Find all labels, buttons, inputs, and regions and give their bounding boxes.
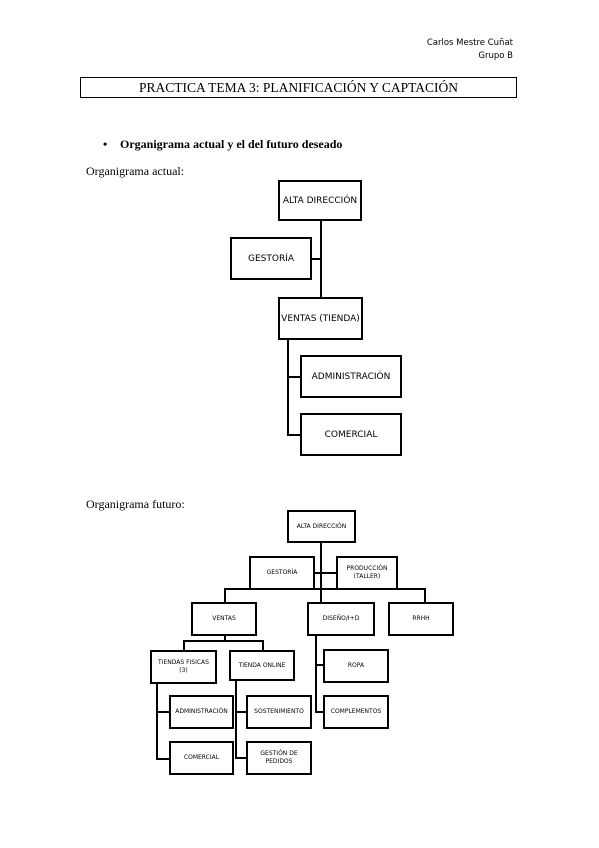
author-name: Carlos Mestre Cuñat xyxy=(426,38,513,48)
box-gestoria: GESTORÍA xyxy=(249,556,315,590)
box-ventas-tienda: VENTAS (TIENDA) xyxy=(278,297,363,340)
box-gestoria: GESTORÍA xyxy=(230,237,312,280)
connector-line xyxy=(315,711,323,713)
connector-line xyxy=(287,339,289,435)
box-complementos: COMPLEMENTOS xyxy=(323,695,389,729)
document-title: PRACTICA TEMA 3: PLANIFICACIÓN Y CAPTACI… xyxy=(80,77,517,98)
connector-line xyxy=(310,258,321,260)
box-diseno-id: DISEÑO/I+D xyxy=(307,602,375,636)
connector-line xyxy=(156,758,169,760)
box-sostenimiento: SOSTENIMIENTO xyxy=(246,695,312,729)
connector-line xyxy=(235,757,246,759)
box-rrhh: RRHH xyxy=(388,602,454,636)
group-label: Grupo B xyxy=(478,51,513,61)
connector-line xyxy=(235,680,237,758)
box-administracion: ADMINISTRACIÓN xyxy=(300,355,402,398)
connector-line xyxy=(224,588,226,602)
connector-line xyxy=(156,683,158,759)
box-administracion: ADMINISTRACIÓN xyxy=(169,695,234,729)
box-alta-direccion: ALTA DIRECCIÓN xyxy=(278,180,362,221)
connector-line xyxy=(156,711,169,713)
connector-line xyxy=(235,711,246,713)
connector-line xyxy=(320,220,322,297)
connector-line xyxy=(315,664,323,666)
box-tienda-online: TIENDA ONLINE xyxy=(229,650,295,681)
connector-line xyxy=(424,588,426,602)
connector-line xyxy=(183,640,185,651)
box-comercial: COMERCIAL xyxy=(169,741,234,775)
author-block: Carlos Mestre Cuñat Grupo B xyxy=(427,37,513,63)
connector-line xyxy=(224,635,226,641)
current-chart-caption: Organigrama actual: xyxy=(86,164,185,178)
box-ropa: ROPA xyxy=(323,649,389,683)
box-comercial: COMERCIAL xyxy=(300,413,402,456)
connector-line xyxy=(315,636,317,713)
future-chart-caption: Organigrama futuro: xyxy=(86,497,185,511)
box-alta-direccion: ALTA DIRECCIÓN xyxy=(287,510,356,543)
box-gestion-pedidos: GESTIÓN DE PEDIDOS xyxy=(246,741,312,775)
connector-line xyxy=(287,376,300,378)
connector-line xyxy=(183,640,263,642)
box-produccion-taller: PRODUCCIÓN (TALLER) xyxy=(336,556,398,590)
connector-line xyxy=(224,588,425,590)
bullet-symbol: • xyxy=(103,137,108,151)
box-ventas: VENTAS xyxy=(191,602,257,636)
section-heading: Organigrama actual y el del futuro desea… xyxy=(120,137,343,151)
connector-line xyxy=(262,640,264,651)
connector-line xyxy=(314,572,337,574)
connector-line xyxy=(287,434,300,436)
box-tiendas-fisicas: TIENDAS FISICAS (3) xyxy=(150,650,217,684)
